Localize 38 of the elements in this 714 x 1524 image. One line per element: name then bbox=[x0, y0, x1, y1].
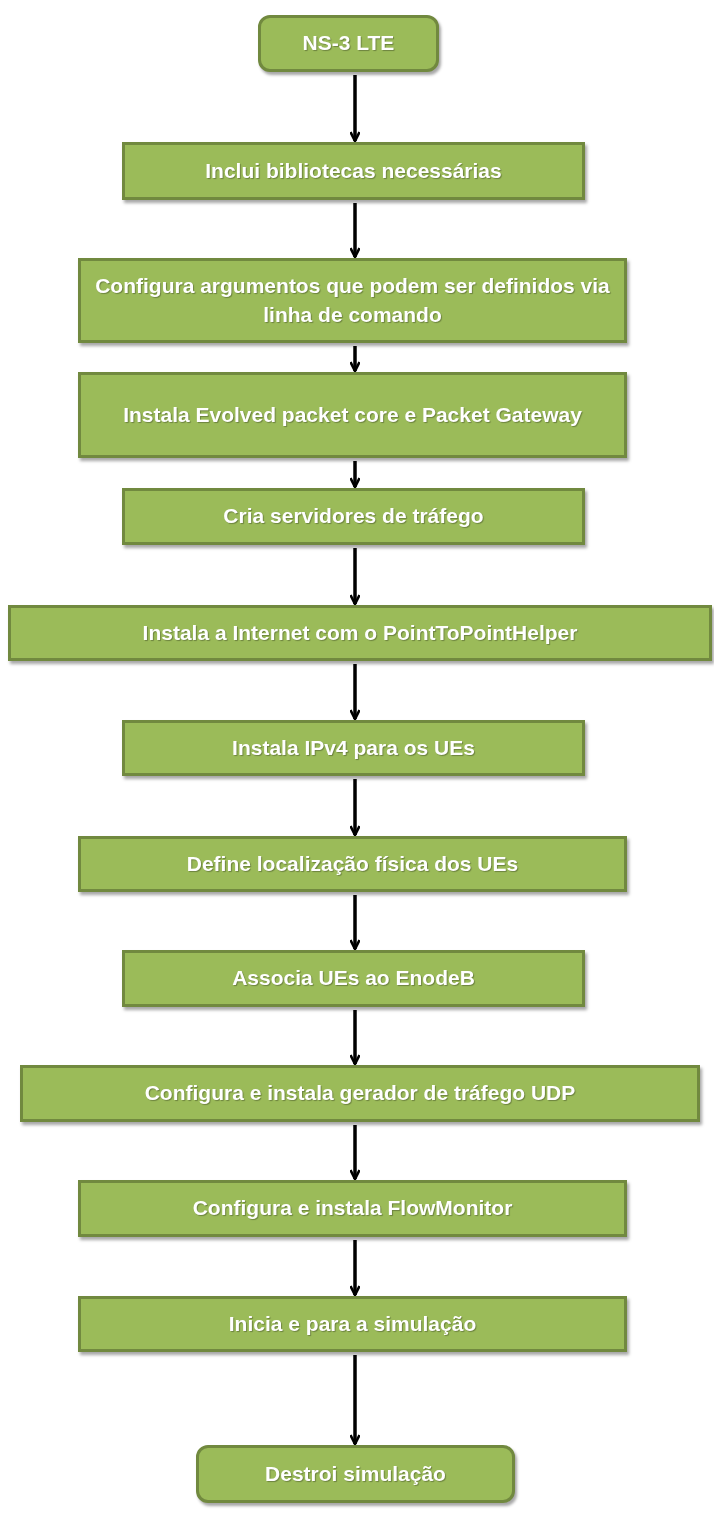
step-label: Configura argumentos que podem ser definidos via linha de comando bbox=[94, 273, 611, 328]
arrow bbox=[349, 346, 361, 373]
process-box bbox=[8, 605, 712, 661]
step-label: Destroi simulação bbox=[265, 1460, 446, 1487]
step-label: Instala IPv4 para os UEs bbox=[232, 734, 475, 761]
terminal-box bbox=[258, 15, 439, 72]
process-box bbox=[78, 1296, 627, 1352]
arrow bbox=[349, 895, 361, 951]
step-label: Cria servidores de tráfego bbox=[223, 503, 484, 530]
arrow bbox=[349, 779, 361, 837]
arrow bbox=[349, 1240, 361, 1297]
process-box bbox=[78, 258, 627, 343]
process-box bbox=[78, 836, 627, 892]
arrow bbox=[349, 664, 361, 721]
step-label: Instala a Internet com o PointToPointHelper bbox=[142, 619, 578, 646]
step-label: Configura e instala FlowMonitor bbox=[192, 1195, 513, 1222]
process-box bbox=[78, 372, 627, 458]
arrow bbox=[349, 1010, 361, 1066]
arrow bbox=[349, 203, 361, 259]
step-label: Inicia e para a simulação bbox=[228, 1310, 477, 1337]
step-label: Define localização física dos UEs bbox=[186, 850, 519, 877]
step-label: NS-3 LTE bbox=[302, 30, 395, 57]
step-label: Instala Evolved packet core e Packet Gateway bbox=[123, 401, 582, 428]
arrow bbox=[349, 75, 361, 143]
process-box bbox=[122, 720, 585, 776]
process-box bbox=[78, 1180, 627, 1237]
process-box bbox=[20, 1065, 700, 1122]
arrow bbox=[349, 461, 361, 489]
step-label: Associa UEs ao EnodeB bbox=[232, 965, 475, 992]
process-box bbox=[122, 142, 585, 200]
arrow bbox=[349, 548, 361, 606]
step-label: Configura e instala gerador de tráfego UDP bbox=[144, 1080, 576, 1107]
arrow bbox=[349, 1355, 361, 1446]
terminal-box bbox=[196, 1445, 515, 1503]
step-label: Inclui bibliotecas necessárias bbox=[205, 157, 502, 184]
process-box bbox=[122, 950, 585, 1007]
arrow bbox=[349, 1125, 361, 1181]
process-box bbox=[122, 488, 585, 545]
